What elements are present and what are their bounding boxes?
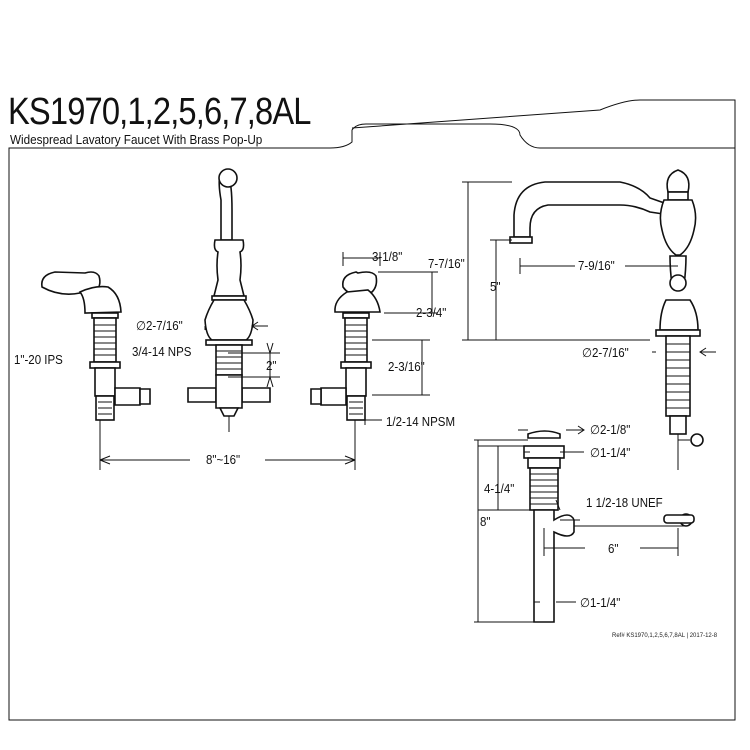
- dim-spout-base-dia: ∅2-7/16": [136, 319, 183, 333]
- dim-drain-bottom: ∅1-1/4": [580, 596, 621, 610]
- dim-drain-flange: ∅2-1/8": [590, 423, 631, 437]
- dim-spout-thread: 3/4-14 NPS: [132, 345, 192, 359]
- dim-spread: 8"~16": [206, 453, 241, 467]
- page-frame: [8, 123, 736, 721]
- dim-supply-thread: 1/2-14 NPSM: [386, 415, 456, 429]
- product-description: Widespread Lavatory Faucet With Brass Po…: [10, 132, 263, 147]
- page-frame-tab: [351, 99, 736, 150]
- dim-drain-length: 8": [480, 515, 491, 529]
- dim-lift-rod: 6": [608, 542, 619, 556]
- dim-spout-reach: 7-9/16": [578, 259, 615, 273]
- dim-drain-length-upper: 4-1/4": [484, 482, 515, 496]
- dim-handle-height: 2-3/4": [416, 306, 447, 320]
- dim-spout-clearance: 5": [490, 280, 501, 294]
- center-spout-drawing: [187, 168, 271, 432]
- reference-number: Ref# KS1970,1,2,5,6,7,8AL | 2017-12-8: [612, 633, 718, 639]
- dim-tailpiece-thread: 1 1/2-18 UNEF: [586, 496, 663, 510]
- right-handle-drawing: [310, 271, 381, 421]
- model-title: KS1970,1,2,5,6,7,8AL: [8, 91, 311, 133]
- left-handle-drawing: [40, 271, 151, 421]
- dim-overall-height: 7-7/16": [428, 257, 465, 271]
- dim-inlet-thread: 1"-20 IPS: [14, 353, 63, 367]
- dim-handle-width: 3-1/8": [372, 250, 403, 264]
- dim-drain-top: ∅1-1/4": [590, 446, 631, 460]
- side-view-faucet-drawing: [509, 169, 704, 470]
- dim-valve-shank: 2-3/16": [388, 360, 425, 374]
- dimension-lines: [99, 181, 716, 623]
- dim-side-base-dia: ∅2-7/16": [582, 346, 629, 360]
- dim-spout-shank: 2": [266, 359, 277, 373]
